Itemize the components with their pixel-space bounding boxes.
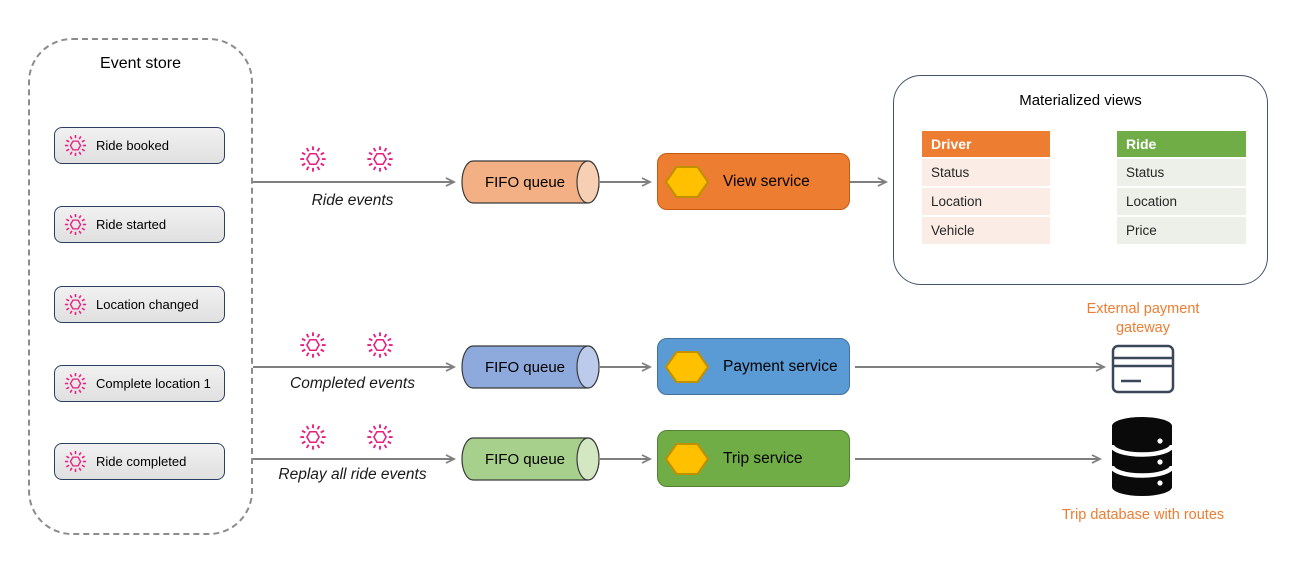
fifo-queue-cylinder (461, 160, 600, 204)
event-burst-icon (63, 292, 88, 317)
fifo-queue-cylinder (461, 437, 600, 481)
hexagon-icon (664, 349, 710, 385)
flow-label-replay-events: Replay all ride events (278, 466, 427, 483)
service-label: Trip service (723, 449, 803, 467)
fifo-queue-label: FIFO queue (484, 359, 566, 376)
service-label: View service (723, 172, 810, 190)
event-burst-icon (63, 371, 88, 396)
credit-card-icon (1111, 344, 1175, 394)
event-burst-icon (63, 212, 88, 237)
table-row: Status (1117, 159, 1246, 186)
event-burst-icon (298, 422, 328, 452)
event-item-location-changed: Location changed (54, 286, 225, 323)
event-burst-icon (63, 449, 88, 474)
fifo-queue-label: FIFO queue (484, 174, 566, 191)
event-item-label: Ride completed (96, 454, 187, 469)
event-burst-icon (365, 144, 395, 174)
hexagon-icon (664, 441, 710, 477)
event-item-ride-completed: Ride completed (54, 443, 225, 480)
event-item-ride-started: Ride started (54, 206, 225, 243)
table-row: Status (922, 159, 1050, 186)
event-burst-icon (298, 330, 328, 360)
event-store-title: Event store (100, 55, 181, 72)
table-row: Location (922, 188, 1050, 215)
table-header: Ride (1117, 131, 1246, 157)
event-item-label: Ride started (96, 217, 167, 232)
event-item-ride-booked: Ride booked (54, 127, 225, 164)
fifo-queue-label: FIFO queue (484, 451, 566, 468)
database-icon (1110, 417, 1174, 496)
hexagon-icon (664, 164, 710, 200)
event-burst-icon (365, 422, 395, 452)
flow-label-completed-events: Completed events (290, 375, 415, 392)
service-label: Payment service (723, 357, 838, 375)
event-burst-icon (298, 144, 328, 174)
table-row: Location (1117, 188, 1246, 215)
table-header: Driver (922, 131, 1050, 157)
event-store-box (28, 38, 253, 535)
table-row: Vehicle (922, 217, 1050, 244)
service-node-trip: Trip service (657, 430, 850, 487)
fifo-queue-cylinder (461, 345, 600, 389)
event-burst-icon (365, 330, 395, 360)
event-item-label: Location changed (96, 297, 199, 312)
event-burst-icon (63, 133, 88, 158)
table-driver: Driver Status Location Vehicle (922, 131, 1050, 244)
materialized-views-title: Materialized views (1019, 92, 1142, 109)
event-item-label: Ride booked (96, 138, 169, 153)
table-row: Price (1117, 217, 1246, 244)
service-node-payment: Payment service (657, 338, 850, 395)
external-gateway-label: External payment gateway (1086, 301, 1200, 336)
service-node-view: View service (657, 153, 850, 210)
event-item-label: Complete location 1 (96, 376, 211, 391)
trip-database-label: Trip database with routes (1061, 507, 1225, 523)
event-item-complete-location: Complete location 1 (54, 365, 225, 402)
table-ride: Ride Status Location Price (1117, 131, 1246, 244)
flow-label-ride-events: Ride events (311, 192, 394, 209)
